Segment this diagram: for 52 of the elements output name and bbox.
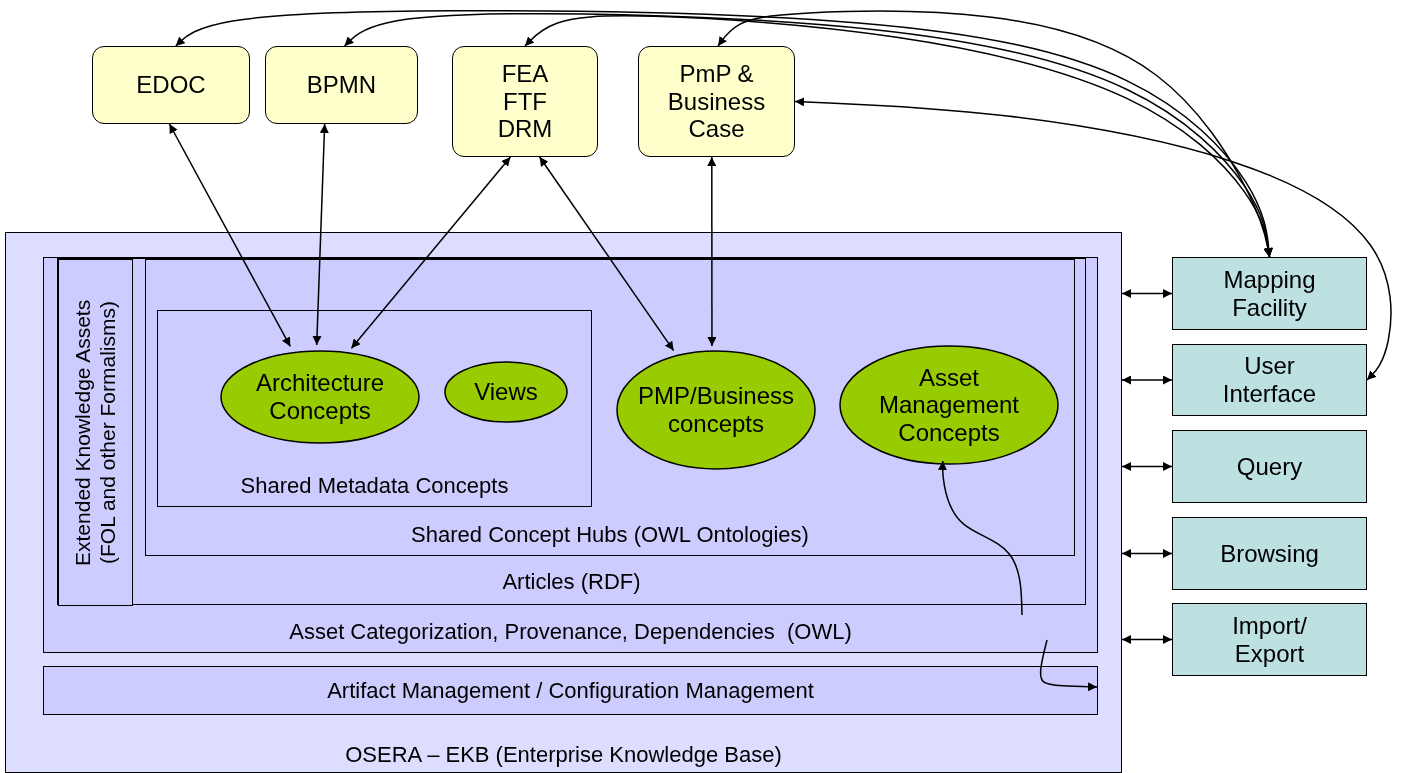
node-label: Mapping Facility: [1222, 265, 1317, 322]
standard-box: [638, 46, 795, 157]
arrow: [1121, 635, 1173, 644]
service-box: [1172, 430, 1367, 503]
node-label: Articles (RDF): [502, 568, 641, 594]
arrow: [794, 97, 1392, 381]
node-label: Asset Categorization, Provenance, Dependencies (OWL): [289, 618, 852, 644]
standard-box: [452, 46, 598, 157]
layer-container: [145, 259, 1075, 556]
service-box: [1172, 517, 1367, 590]
concept-ellipse: [220, 350, 420, 444]
arrow: [1121, 289, 1173, 298]
arrow: [1121, 462, 1173, 471]
arrow: [168, 123, 291, 348]
node-label: PmP & Business Case: [666, 60, 767, 143]
layer-container: [157, 310, 592, 507]
node-label: PMP/Business concepts: [636, 382, 796, 438]
node-label: FEA FTF DRM: [496, 60, 554, 143]
node-label: Query: [1236, 452, 1303, 481]
arrow: [1121, 549, 1173, 558]
node-label: Browsing: [1220, 539, 1319, 568]
arrow: [538, 156, 675, 352]
concept-ellipse: [616, 350, 816, 470]
node-label: Shared Concept Hubs (OWL Ontologies): [411, 521, 809, 547]
node-label: OSERA – EKB (Enterprise Knowledge Base): [345, 741, 782, 767]
concept-ellipse: [839, 345, 1059, 465]
node-label: Import/ Export: [1231, 611, 1308, 668]
service-box: [1172, 344, 1367, 416]
standard-box: [265, 46, 418, 124]
side-layer-box: [58, 259, 133, 606]
node-label: User Interface: [1221, 352, 1318, 408]
service-box: [1172, 257, 1367, 330]
layer-container: [5, 232, 1122, 773]
node-label: Artifact Management / Configuration Management: [327, 677, 814, 704]
standard-box: [92, 46, 250, 124]
node-label: Shared Metadata Concepts: [240, 472, 509, 498]
concept-ellipse: [444, 361, 568, 423]
service-box: [1172, 603, 1367, 676]
arrow: [707, 156, 717, 347]
arrow: [1039, 639, 1098, 692]
arrow: [350, 156, 512, 349]
node-label: Extended Knowledge Assets (FOL and other Formalisms): [70, 298, 121, 568]
node-label: BPMN: [306, 71, 377, 99]
arrow: [312, 123, 329, 346]
node-label: EDOC: [136, 71, 206, 99]
arrow: [1121, 375, 1173, 385]
arrow: [937, 460, 1023, 616]
layer-container: [43, 666, 1098, 715]
node-label: Architecture Concepts: [254, 369, 386, 425]
node-label: Views: [474, 378, 538, 406]
arrow: [717, 10, 1273, 258]
node-label: Asset Management Concepts: [877, 363, 1021, 447]
